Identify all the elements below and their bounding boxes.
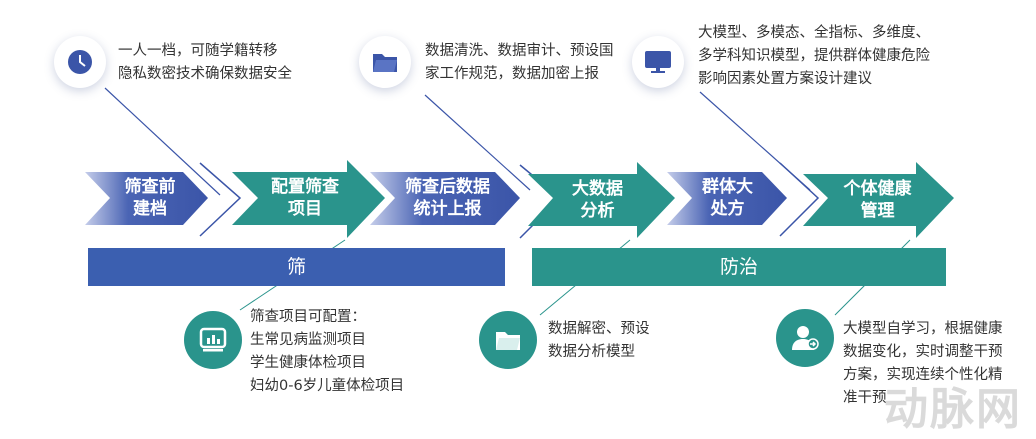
step-label-4: 大数据 分析 <box>572 179 623 221</box>
phase-bar-prevent: 防治 <box>532 248 946 286</box>
top-note-1: 一人一档，可随学籍转移 隐私数密技术确保数据安全 <box>118 43 292 82</box>
chart-icon <box>184 311 242 369</box>
clock-icon <box>54 36 106 88</box>
step-shape-1 <box>85 172 208 225</box>
step-label-2: 配置筛查 项目 <box>271 177 339 219</box>
step-label-1: 筛查前 建档 <box>124 177 176 219</box>
step-label-6: 个体健康 管理 <box>843 179 912 221</box>
step-shape-6 <box>803 162 954 238</box>
bottom-note-3: 大模型自学习，根据健康 数据变化，实时调整干预 方案，实现连续个性化精 准干预 <box>843 321 1003 406</box>
step-shape-4 <box>528 162 675 238</box>
top-note-3: 大模型、多模态、全指标、多维度、 多学科知识模型，提供群体健康危险 影响因素处置… <box>698 25 930 87</box>
step-shape-3 <box>370 172 520 225</box>
monitor-icon <box>632 36 684 88</box>
top-note-2: 数据清洗、数据审计、预设国 家工作规范，数据加密上报 <box>425 43 614 82</box>
folder-icon <box>479 311 537 369</box>
user-icon <box>776 309 834 367</box>
step-shape-2 <box>232 160 385 238</box>
phase-bar-screen: 筛 <box>88 248 505 286</box>
step-label-3: 筛查后数据 统计上报 <box>405 177 490 219</box>
bottom-note-1: 筛查项目可配置： 生常见病监测项目 学生健康体检项目 妇幼0-6岁儿童体检项目 <box>250 309 405 394</box>
step-label-5: 群体大 处方 <box>702 177 753 219</box>
watermark: 动脉网 <box>884 384 1022 435</box>
folder-icon <box>359 36 411 88</box>
bottom-note-2: 数据解密、预设 数据分析模型 <box>548 321 650 360</box>
step-shape-5 <box>667 172 787 225</box>
